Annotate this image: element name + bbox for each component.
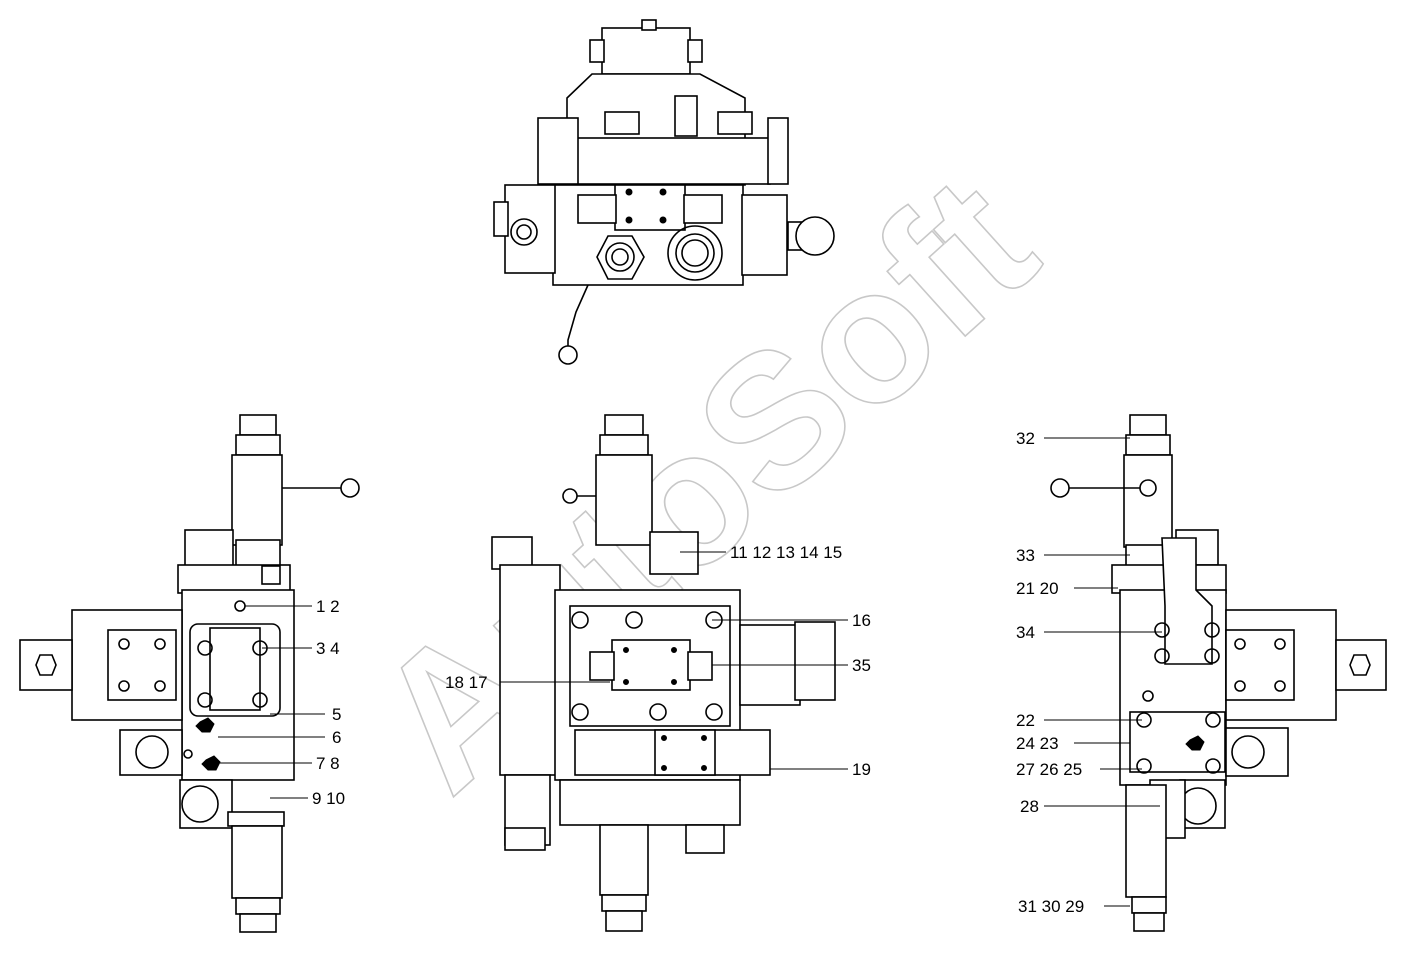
leader-lines xyxy=(218,437,1162,907)
callout-33: 33 xyxy=(1016,546,1035,565)
callout-18-17: 18 17 xyxy=(445,673,488,692)
top-view-drawing xyxy=(493,19,835,365)
callout-28: 28 xyxy=(1020,797,1039,816)
callout-34: 34 xyxy=(1016,623,1035,642)
callout-27-25: 27 26 25 xyxy=(1016,760,1082,779)
callout-35: 35 xyxy=(852,656,871,675)
left-view-drawing xyxy=(19,414,360,933)
callout-labels: 1 2 3 4 5 6 7 8 9 10 11 12 13 14 15 16 3… xyxy=(312,429,1084,916)
right-view-drawing xyxy=(1050,414,1387,932)
callout-21-20: 21 20 xyxy=(1016,579,1059,598)
callout-1-2: 1 2 xyxy=(316,597,340,616)
callout-31-29: 31 30 29 xyxy=(1018,897,1084,916)
callout-16: 16 xyxy=(852,611,871,630)
callout-19: 19 xyxy=(852,760,871,779)
callout-11-15: 11 12 13 14 15 xyxy=(730,543,842,562)
callout-3-4: 3 4 xyxy=(316,639,340,658)
callout-9-10: 9 10 xyxy=(312,789,345,808)
callout-22: 22 xyxy=(1016,711,1035,730)
callout-5: 5 xyxy=(332,705,341,724)
callout-7-8: 7 8 xyxy=(316,754,340,773)
callout-24-23: 24 23 xyxy=(1016,734,1059,753)
center-view-drawing xyxy=(491,414,836,932)
callout-6: 6 xyxy=(332,728,341,747)
callout-32: 32 xyxy=(1016,429,1035,448)
